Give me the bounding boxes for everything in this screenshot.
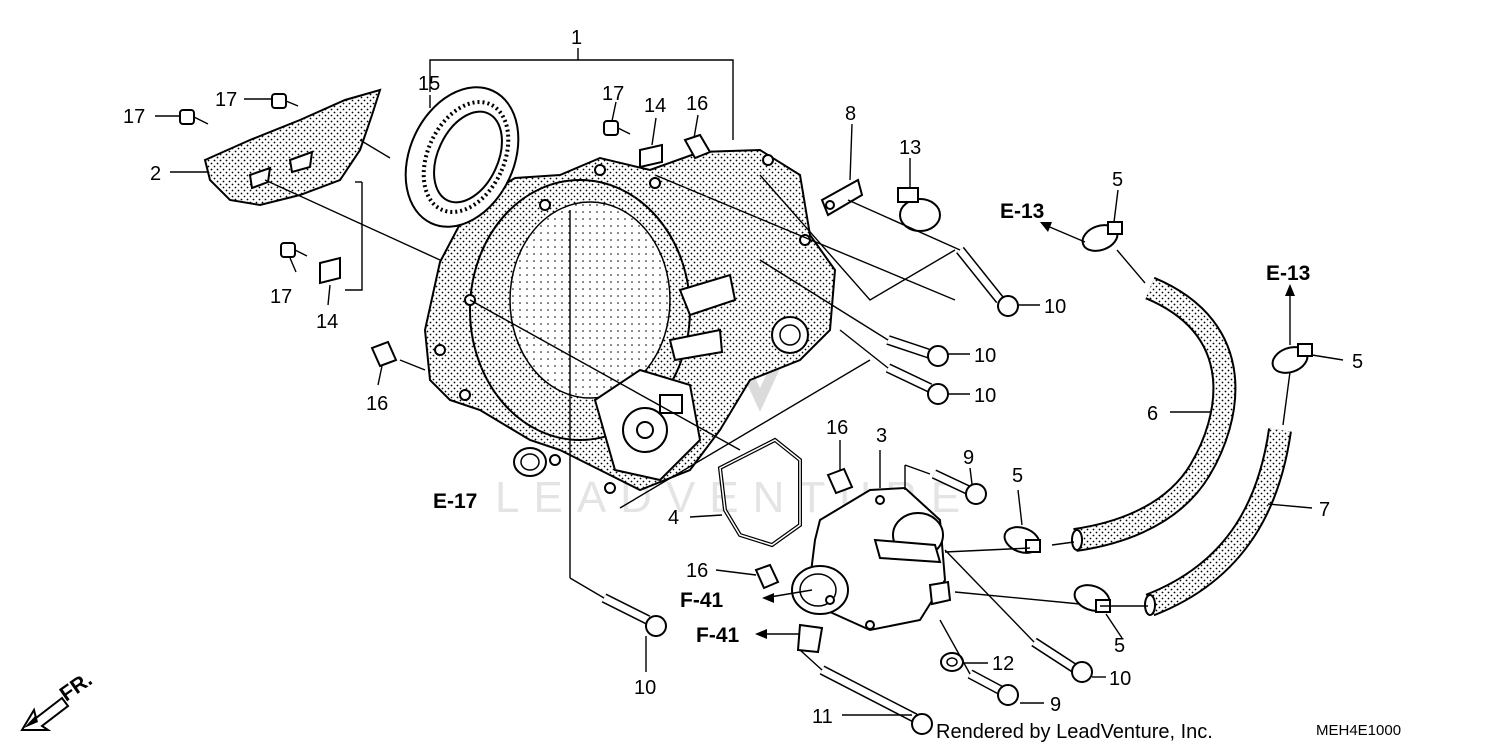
bolt-10-c <box>885 363 949 405</box>
hose-7 <box>1144 428 1292 617</box>
callout-9-b: 9 <box>1050 694 1061 716</box>
callout-11: 11 <box>812 706 833 728</box>
callout-7: 7 <box>1319 499 1330 521</box>
bolt-10-b <box>886 335 949 367</box>
ref-f41-top: F-41 <box>680 589 724 612</box>
callout-10-d: 10 <box>634 677 656 699</box>
hose-clamp-5-a <box>1081 221 1123 252</box>
callout-1: 1 <box>571 27 582 49</box>
diagram-code: MEH4E1000 <box>1316 722 1401 739</box>
callout-17-b: 17 <box>215 89 237 111</box>
bolt-9-b <box>967 669 1019 706</box>
assembly-guide-lines <box>264 139 1291 675</box>
reference-arrows <box>755 222 1295 639</box>
hose-clamp-5-d <box>1073 584 1111 613</box>
callout-12: 12 <box>992 653 1014 675</box>
crankcase-cover <box>423 148 837 494</box>
hose-clamp-5-c <box>1003 526 1041 554</box>
bolt-11 <box>819 665 933 735</box>
front-direction-indicator: FR. <box>20 668 97 731</box>
callout-14-b: 14 <box>316 311 338 333</box>
bolt-10-d <box>601 593 667 637</box>
callout-16-b: 16 <box>366 393 388 415</box>
callout-4: 4 <box>668 507 679 529</box>
rendered-by-credit: Rendered by LeadVenture, Inc. <box>936 721 1213 743</box>
bolt-17-a <box>179 109 209 125</box>
hose-clamp-13 <box>897 187 941 232</box>
callout-10-e: 10 <box>1109 668 1131 690</box>
callout-16-a: 16 <box>686 93 708 115</box>
oil-seal-15 <box>404 86 520 228</box>
clip-14-a <box>639 143 663 169</box>
footer: Rendered by LeadVenture, Inc. MEH4E1000 <box>936 721 1401 743</box>
callout-6: 6 <box>1147 403 1158 425</box>
hose-6 <box>1071 276 1237 552</box>
dowel-pin-16-d <box>754 563 780 590</box>
bolt-17-b <box>271 93 299 109</box>
bolt-9-a <box>931 469 987 505</box>
callout-5-d: 5 <box>1114 635 1125 657</box>
callout-16-c: 16 <box>826 417 848 439</box>
dowel-pin-16-b <box>370 340 398 368</box>
callout-17-a: 17 <box>123 106 145 128</box>
callout-16-d: 16 <box>686 560 708 582</box>
cover-plate-2 <box>203 88 382 207</box>
bolt-17-d <box>280 242 308 258</box>
dowel-pin-16-a <box>683 133 712 160</box>
callout-8: 8 <box>845 103 856 125</box>
gasket-4 <box>717 437 802 548</box>
clip-14-b <box>319 256 341 285</box>
callout-5-a: 5 <box>1112 169 1123 191</box>
callout-10-c: 10 <box>974 385 996 407</box>
ref-e17: E-17 <box>433 490 477 513</box>
callout-17-d: 17 <box>270 286 292 308</box>
callout-3: 3 <box>876 425 887 447</box>
hose-clamp-5-b <box>1271 343 1313 374</box>
bolt-17-c <box>603 120 631 136</box>
callout-10-a: 10 <box>1044 296 1066 318</box>
water-pump-cover-3 <box>791 486 952 654</box>
bracket-8 <box>820 178 864 217</box>
callout-13: 13 <box>899 137 921 159</box>
assembly-bracket-1 <box>429 48 734 140</box>
callout-5-c: 5 <box>1012 465 1023 487</box>
callout-leaders <box>155 95 1344 716</box>
callout-2: 2 <box>150 163 161 185</box>
callout-17-c: 17 <box>602 83 624 105</box>
reference-labels: E-13 E-13 E-17 F-41 F-41 <box>433 200 1310 647</box>
callout-14-a: 14 <box>644 95 666 117</box>
bolt-10-e <box>1031 637 1093 683</box>
callout-numbers: 1 2 3 4 5 5 5 5 6 7 8 9 9 10 10 10 10 10… <box>123 27 1363 728</box>
ref-e13-right: E-13 <box>1266 262 1310 285</box>
bolt-10-a <box>956 246 1019 317</box>
dowel-pin-16-c <box>826 467 854 495</box>
ref-e13-left: E-13 <box>1000 200 1044 223</box>
ref-f41-bottom: F-41 <box>696 624 740 647</box>
callout-9-a: 9 <box>963 447 974 469</box>
callout-15: 15 <box>418 73 440 95</box>
callout-5-b: 5 <box>1352 351 1363 373</box>
callout-10-b: 10 <box>974 345 996 367</box>
